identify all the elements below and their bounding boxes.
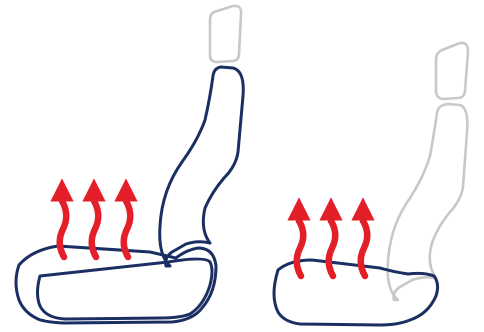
headrest-icon xyxy=(210,6,241,62)
headrest-icon xyxy=(436,43,468,99)
heat-arrow xyxy=(329,209,336,276)
heat-arrow xyxy=(124,190,131,257)
left-seat xyxy=(16,6,243,323)
heat-arrow xyxy=(92,190,99,257)
cushion-inner-edge xyxy=(38,259,213,319)
backrest-icon xyxy=(160,67,244,266)
right-seat xyxy=(274,43,468,325)
backrest-icon xyxy=(388,104,468,300)
heat-arrow xyxy=(297,209,304,276)
